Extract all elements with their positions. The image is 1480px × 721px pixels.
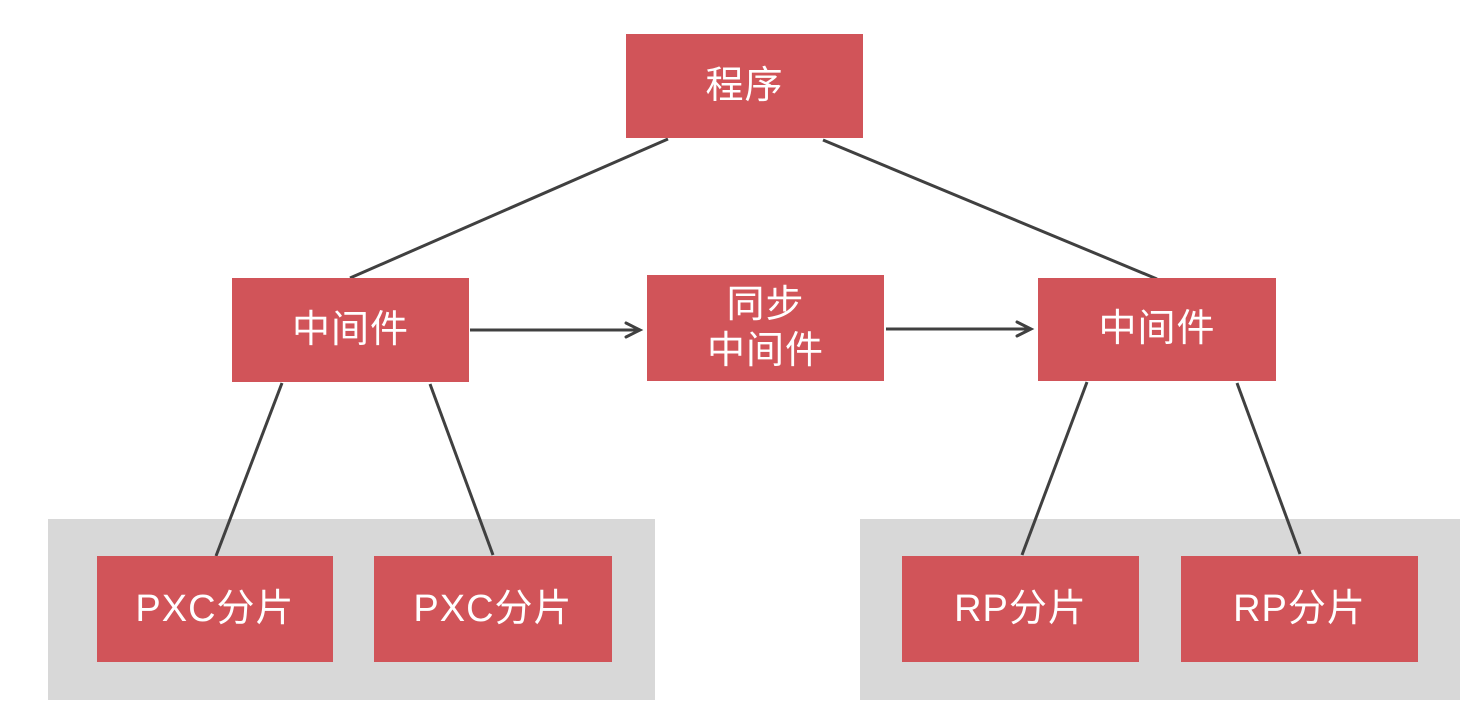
- node-pxc-shard-1: PXC分片: [97, 556, 333, 662]
- edge-program-to-middleware-right: [822, 138, 1158, 281]
- node-program: 程序: [626, 34, 863, 138]
- node-sync-middleware: 同步 中间件: [647, 275, 884, 381]
- edge-program-to-middleware-left: [349, 137, 669, 280]
- node-rp-shard-1: RP分片: [902, 556, 1139, 662]
- node-middleware-right: 中间件: [1038, 278, 1276, 381]
- node-rp-shard-2: RP分片: [1181, 556, 1418, 662]
- node-middleware-left: 中间件: [232, 278, 469, 382]
- node-pxc-shard-2: PXC分片: [374, 556, 612, 662]
